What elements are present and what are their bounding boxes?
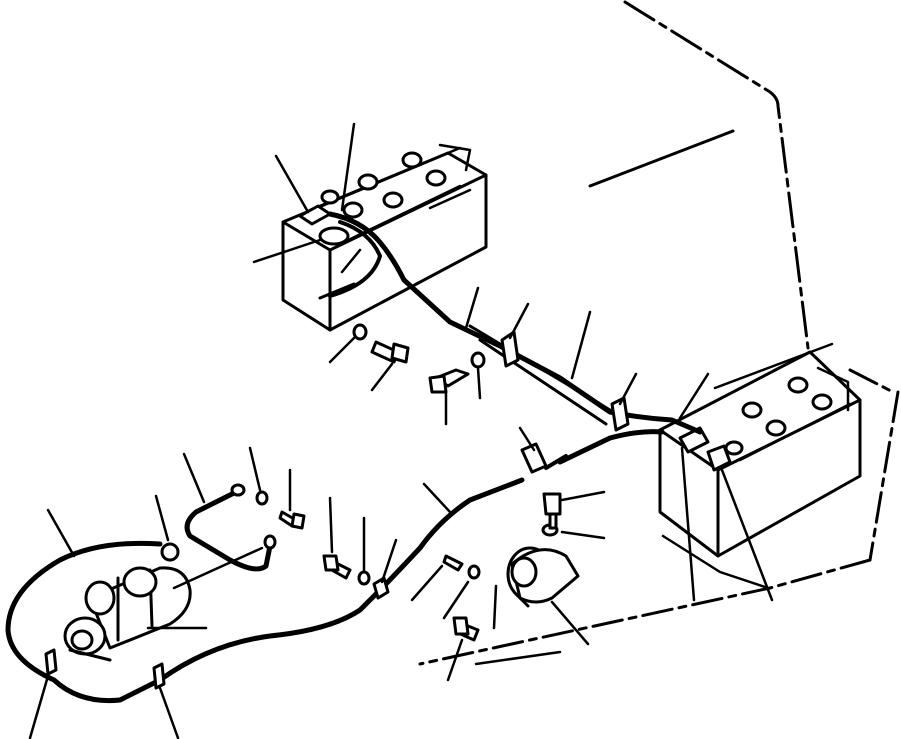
battery-icon — [658, 342, 862, 558]
battery-relay-icon — [506, 442, 580, 608]
battery-caps — [320, 151, 447, 219]
battery-caps — [724, 376, 833, 456]
chassis-outline — [416, 0, 900, 666]
starter-cable — [5, 477, 525, 704]
starter-motor-icon — [63, 542, 264, 662]
battery-icon — [281, 143, 488, 332]
cable-clamp-icon — [44, 330, 630, 690]
ground-cable — [184, 483, 277, 572]
bolt-icon — [278, 340, 562, 642]
leader-lines — [28, 122, 774, 739]
relay-to-battery-cable — [557, 429, 665, 465]
battery-cable-main — [327, 211, 703, 435]
